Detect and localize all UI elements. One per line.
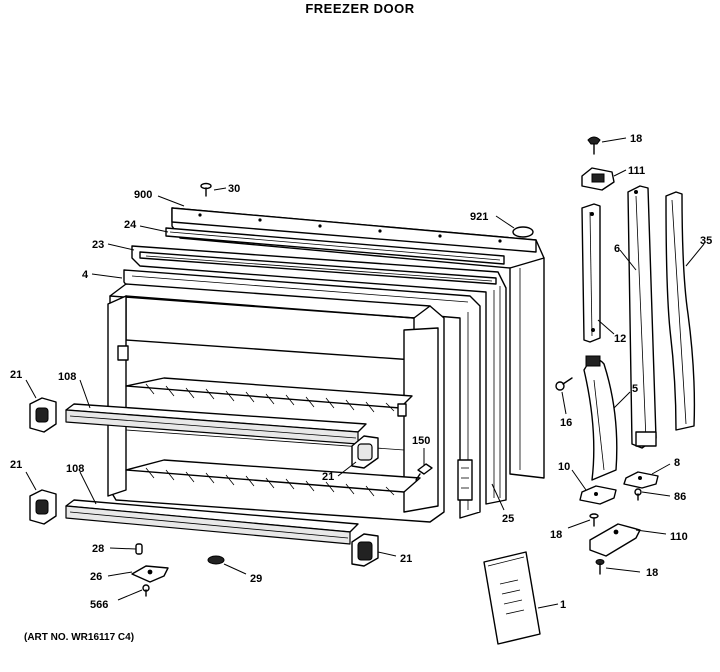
plug-29: [207, 555, 225, 565]
callout-5: 5: [632, 383, 638, 395]
door-gasket-strip: [165, 227, 505, 265]
callout-21-lower-left: 21: [10, 459, 22, 471]
callout-29: 29: [250, 573, 262, 585]
callout-21-upper-right: 21: [322, 471, 334, 483]
hinge-plate-26: [131, 565, 169, 583]
bracket-10: [579, 485, 617, 505]
screw-566: [142, 584, 150, 597]
callout-12: 12: [614, 333, 626, 345]
door-bin-body: [107, 283, 445, 523]
callout-26: 26: [90, 571, 102, 583]
callout-566: 566: [90, 599, 108, 611]
handle-trim-12: [581, 203, 601, 343]
screw-150: [415, 463, 433, 481]
callout-86: 86: [674, 491, 686, 503]
end-cap-upper-left: [29, 397, 57, 433]
screw-18-top: [587, 136, 601, 155]
door-shelf-bar-lower: [65, 499, 359, 545]
callout-18-middle: 18: [550, 529, 562, 541]
door-liner-frame: [131, 245, 507, 505]
callout-21-upper-left: 21: [10, 369, 22, 381]
callout-24: 24: [124, 219, 137, 231]
door-handle-6: [627, 185, 657, 449]
callout-labels: 18 111 900 30 921 24 23 6 35 4 12 21 108…: [10, 133, 712, 611]
hinge-cover-111: [581, 167, 615, 191]
end-cap-upper-right: [351, 435, 379, 469]
callout-6: 6: [614, 243, 620, 255]
callout-150: 150: [412, 435, 430, 447]
screw-18-middle: [589, 513, 599, 527]
callout-4: 4: [82, 269, 89, 281]
callout-8: 8: [674, 457, 680, 469]
callout-10: 10: [558, 461, 570, 473]
callout-30: 30: [228, 183, 240, 195]
callout-28: 28: [92, 543, 104, 555]
callout-16: 16: [560, 417, 572, 429]
callout-108-lower: 108: [66, 463, 84, 475]
screw-18-bottom: [595, 559, 605, 575]
callout-108-upper: 108: [58, 371, 76, 383]
callout-111: 111: [628, 165, 645, 177]
end-cap-lower-left: [29, 489, 57, 525]
screw-30: [200, 182, 212, 197]
owners-manual: [483, 551, 541, 645]
callout-21-lower-right: 21: [400, 553, 412, 565]
callout-25: 25: [502, 513, 514, 525]
handle-trim-35: [665, 191, 696, 431]
callout-110: 110: [670, 531, 688, 543]
screw-16: [555, 377, 573, 391]
callout-18-top: 18: [630, 133, 642, 145]
callout-35: 35: [700, 235, 712, 247]
handle-bracket-5: [583, 355, 618, 481]
callout-921: 921: [470, 211, 488, 223]
end-cap-lower-right: [351, 533, 379, 567]
hinge-110: [589, 523, 641, 557]
art-number: (ART NO. WR16117 C4): [24, 632, 135, 643]
leader-lines: [25, 137, 705, 609]
callout-900: 900: [134, 189, 152, 201]
screw-86: [634, 488, 642, 501]
callout-18-bottom: 18: [646, 567, 658, 579]
diagram-title: FREEZER DOOR: [305, 1, 415, 16]
callout-23: 23: [92, 239, 104, 251]
stop-28: [135, 543, 143, 555]
callout-1: 1: [560, 599, 566, 611]
bracket-8: [623, 471, 659, 489]
